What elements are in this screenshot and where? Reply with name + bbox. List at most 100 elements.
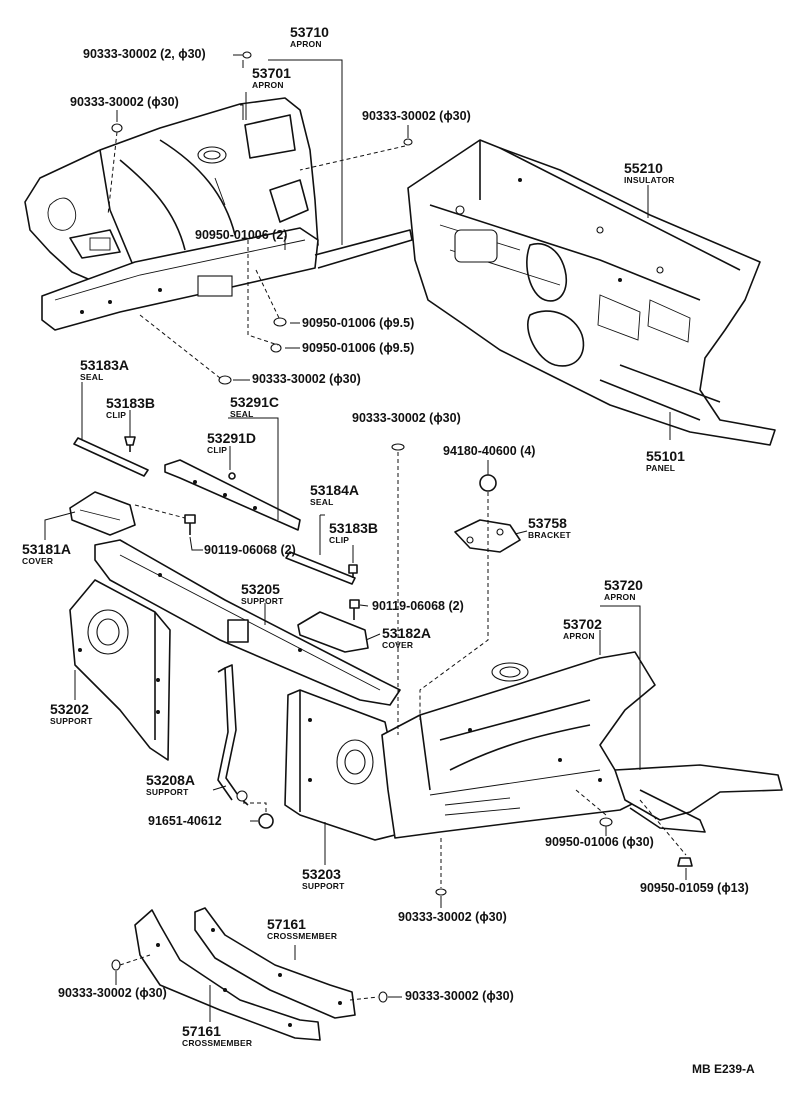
cover-53182a-drawing bbox=[297, 611, 369, 653]
part-label-55101: 55101 PANEL bbox=[646, 449, 685, 473]
part-number: 55101 bbox=[646, 448, 685, 464]
part-desc: CLIP bbox=[207, 445, 228, 455]
part-number: 55210 bbox=[624, 160, 663, 176]
crossmember-57161-drawing-2 bbox=[194, 907, 356, 1019]
part-desc: CLIP bbox=[106, 410, 127, 420]
hardware-label: 90333-30002 (ϕ30) bbox=[352, 411, 461, 425]
part-desc: APRON bbox=[604, 592, 636, 602]
hardware-label: 90333-30002 (ϕ30) bbox=[70, 95, 179, 109]
grommets bbox=[111, 51, 693, 1003]
apron-53720-rail-drawing bbox=[614, 764, 783, 833]
hardware-label: 94180-40600 (4) bbox=[443, 444, 536, 458]
crossmember-57161-drawing-1 bbox=[134, 909, 321, 1041]
part-desc: BRACKET bbox=[528, 530, 571, 540]
part-number: 53758 bbox=[528, 515, 567, 531]
part-label-53701: 53701 APRON bbox=[252, 66, 291, 90]
hardware-label: 90333-30002 (ϕ30) bbox=[58, 986, 167, 1000]
part-number: 57161 bbox=[267, 916, 306, 932]
part-number: 53205 bbox=[241, 581, 280, 597]
seal-53183a-drawing bbox=[73, 437, 149, 477]
part-label-53291c: 53291C SEAL bbox=[230, 395, 279, 419]
clip-53291d-drawing bbox=[228, 472, 236, 480]
part-number: 53184A bbox=[310, 482, 360, 498]
part-number: 53183A bbox=[80, 357, 130, 373]
hardware-label: 90950-01006 (ϕ30) bbox=[545, 835, 654, 849]
part-label-53758: 53758 BRACKET bbox=[528, 516, 571, 540]
frame-rail-53701-drawing bbox=[41, 227, 319, 331]
part-label-53181a: 53181A COVER bbox=[22, 542, 71, 566]
part-number: 53202 bbox=[50, 701, 89, 717]
hardware-label: 91651-40612 bbox=[148, 814, 222, 828]
part-desc: SUPPORT bbox=[302, 881, 345, 891]
part-number: 53702 bbox=[563, 616, 602, 632]
part-label-55210: 55210 INSULATOR bbox=[624, 161, 675, 185]
part-label-53205: 53205 SUPPORT bbox=[241, 582, 284, 606]
part-desc: APRON bbox=[252, 80, 284, 90]
part-desc: INSULATOR bbox=[624, 175, 675, 185]
support-53208a-drawing bbox=[217, 664, 249, 806]
hardware-label: 90950-01006 (2) bbox=[195, 228, 288, 242]
part-number: 53701 bbox=[252, 65, 291, 81]
hardware-label: 90333-30002 (2, ϕ30) bbox=[83, 47, 206, 61]
part-label-53203: 53203 SUPPORT bbox=[302, 867, 345, 891]
hardware-label: 90950-01006 (ϕ9.5) bbox=[302, 341, 415, 355]
part-label-53183b-1: 53183B CLIP bbox=[106, 396, 155, 420]
part-number: 53208A bbox=[146, 772, 196, 788]
part-label-53182a: 53182A COVER bbox=[382, 626, 431, 650]
panel-55101-drawing bbox=[407, 139, 776, 446]
part-label-53710: 53710 APRON bbox=[290, 25, 329, 49]
support-53203-drawing bbox=[284, 689, 401, 841]
part-desc: SEAL bbox=[230, 409, 254, 419]
bolt-90119-drawing-2 bbox=[349, 599, 360, 620]
hardware-label: 90333-30002 (ϕ30) bbox=[405, 989, 514, 1003]
part-number: 57161 bbox=[182, 1023, 221, 1039]
part-number: 53291C bbox=[230, 394, 280, 410]
assembly-lines bbox=[107, 131, 687, 1001]
part-desc: APRON bbox=[563, 631, 595, 641]
part-desc: SEAL bbox=[80, 372, 104, 382]
hardware-label: 90333-30002 (ϕ30) bbox=[362, 109, 471, 123]
diagram-code: MB E239-A bbox=[692, 1062, 755, 1076]
part-number: 53710 bbox=[290, 24, 329, 40]
part-desc: PANEL bbox=[646, 463, 676, 473]
part-label-53291d: 53291D CLIP bbox=[207, 431, 256, 455]
part-desc: CROSSMEMBER bbox=[182, 1038, 253, 1048]
part-desc: CLIP bbox=[329, 535, 350, 545]
bolt-90119-drawing-1 bbox=[184, 514, 196, 535]
part-number: 53182A bbox=[382, 625, 432, 641]
part-number: 53291D bbox=[207, 430, 257, 446]
part-number: 53720 bbox=[604, 577, 643, 593]
part-desc: SUPPORT bbox=[241, 596, 284, 606]
part-number: 53183B bbox=[106, 395, 156, 411]
part-desc: SUPPORT bbox=[146, 787, 189, 797]
part-desc: COVER bbox=[382, 640, 414, 650]
part-label-53183b-2: 53183B CLIP bbox=[329, 521, 378, 545]
part-label-57161-1: 57161 CROSSMEMBER bbox=[267, 917, 337, 941]
hardware-label: 90119-06068 (2) bbox=[204, 543, 296, 557]
part-label-57161-2: 57161 CROSSMEMBER bbox=[182, 1024, 252, 1048]
support-53205-drawing bbox=[94, 539, 401, 706]
part-desc: SEAL bbox=[310, 497, 334, 507]
apron-extension-drawing bbox=[314, 229, 413, 269]
part-desc: COVER bbox=[22, 556, 54, 566]
clip-53183b-drawing-2 bbox=[348, 564, 358, 578]
part-number: 53183B bbox=[329, 520, 379, 536]
part-label-53183a: 53183A SEAL bbox=[80, 358, 129, 382]
clip-53183b-drawing bbox=[124, 436, 136, 452]
part-label-53720: 53720 APRON bbox=[604, 578, 643, 602]
hardware-label: 90119-06068 (2) bbox=[372, 599, 464, 613]
part-desc: APRON bbox=[290, 39, 322, 49]
hardware-label: 90950-01059 (ϕ13) bbox=[640, 881, 749, 895]
part-number: 53181A bbox=[22, 541, 72, 557]
seal-53291c-drawing bbox=[164, 459, 301, 531]
hardware-label: 90333-30002 (ϕ30) bbox=[398, 910, 507, 924]
cover-53181a-drawing bbox=[69, 491, 136, 536]
apron-53702-drawing bbox=[381, 651, 656, 839]
nut-94180-drawing bbox=[479, 474, 497, 492]
nut-91651-drawing bbox=[258, 813, 274, 829]
part-desc: CROSSMEMBER bbox=[267, 931, 338, 941]
support-53202-drawing bbox=[69, 579, 171, 761]
part-number: 53203 bbox=[302, 866, 341, 882]
part-label-53202: 53202 SUPPORT bbox=[50, 702, 93, 726]
